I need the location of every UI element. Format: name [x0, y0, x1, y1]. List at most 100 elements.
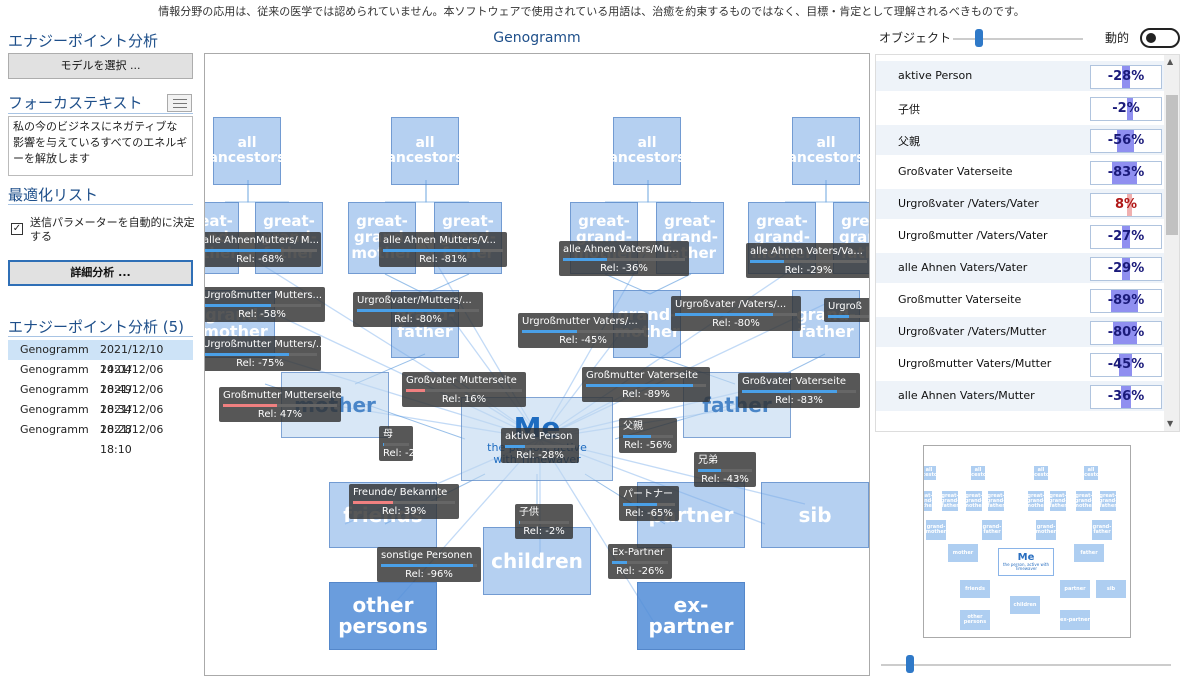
rel-tooltip: alle AhnenMutters/ M...Rel: -68% [205, 232, 321, 267]
tooltip-label: Urgroß [828, 301, 862, 312]
tooltip-bar [406, 389, 522, 392]
node-all-ancestors[interactable]: all ancestors [386, 117, 464, 185]
tooltip-bar [223, 404, 337, 407]
tooltip-bar-fill [505, 445, 525, 448]
tooltip-bar [612, 561, 668, 564]
energy-value: -56% [1107, 133, 1145, 148]
energy-row[interactable]: Urgroßmutter Vaters/Mutter -45% [876, 349, 1164, 379]
energy-value-box: -36% [1090, 385, 1162, 409]
tooltip-bar [675, 313, 797, 316]
node-children[interactable]: children [483, 527, 591, 595]
select-model-button[interactable]: モデルを選択 ... [8, 53, 193, 79]
node-sib[interactable]: sib [761, 482, 869, 548]
minimap-node: great-grand-father [987, 491, 1005, 511]
tooltip-bar-fill [519, 521, 520, 524]
energy-row[interactable]: alle Ahnen Vaters/Mutter-36% [876, 381, 1164, 411]
tooltip-bar-fill [205, 353, 289, 356]
tooltip-bar [698, 469, 752, 472]
history-name: Genogramm [20, 423, 89, 436]
energy-value: -89% [1107, 293, 1145, 308]
energy-row[interactable]: Urgroßmutter /Vaters/Vater-27% [876, 221, 1164, 251]
dynamic-toggle[interactable] [1140, 28, 1180, 48]
node-all-ancestors[interactable]: all ancestors [208, 117, 286, 185]
energy-value-box: 8% [1090, 193, 1162, 217]
history-name: Genogramm [20, 403, 89, 416]
energy-bar [1122, 226, 1131, 248]
object-slider[interactable] [953, 38, 1083, 40]
minimap-node: great-grand-mother [964, 491, 984, 511]
tooltip-bar-fill [586, 384, 693, 387]
tooltip-label: alle Ahnen Vaters/Mu... [563, 244, 679, 255]
tooltip-bar [383, 443, 409, 446]
node-other-persons[interactable]: other persons [329, 582, 437, 650]
scroll-down-icon[interactable]: ▼ [1167, 419, 1174, 428]
tooltip-rel: Rel: -81% [419, 254, 467, 265]
auto-params-checkbox[interactable]: ✓ [11, 223, 23, 235]
tooltip-bar-fill [357, 309, 455, 312]
left-panel: エナジーポイント分析 モデルを選択 ... フォーカステキスト 私の今のビジネス… [0, 24, 200, 681]
zoom-slider-thumb[interactable] [906, 655, 914, 673]
energy-value: -45% [1107, 357, 1145, 372]
energy-value-box: -83% [1090, 161, 1162, 185]
energy-row[interactable]: Großmutter Vaterseite-89% [876, 285, 1164, 315]
energy-value: -29% [1107, 261, 1145, 276]
detail-analysis-button[interactable]: 詳細分析 ... [8, 260, 193, 286]
history-title: エナジーポイント分析 (5) [8, 318, 185, 336]
tooltip-label: Ex-Partner [612, 547, 665, 558]
divider [8, 336, 193, 337]
energy-row[interactable]: alle Ahnen Vaters/Vater-29% [876, 253, 1164, 283]
genogram-canvas[interactable]: all ancestors all ancestors all ancestor… [204, 53, 870, 676]
energy-name: Urgroßmutter Vaters/Mutter [898, 357, 1052, 370]
energy-row[interactable]: aktive Person-28% [876, 61, 1164, 91]
node-ex-partner[interactable]: ex-partner [637, 582, 745, 650]
object-slider-thumb[interactable] [975, 29, 983, 47]
rel-tooltip: Urgroß [824, 298, 869, 322]
energy-row[interactable]: Urgroßvater /Vaters/Mutter-80% [876, 317, 1164, 347]
tooltip-rel: Rel: -80% [712, 318, 760, 329]
scroll-thumb[interactable] [1166, 95, 1178, 235]
node-all-ancestors[interactable]: all ancestors [608, 117, 686, 185]
tooltip-bar [381, 564, 477, 567]
energy-value: -83% [1107, 165, 1145, 180]
tooltip-rel: Rel: -75% [236, 358, 284, 369]
energy-row[interactable]: 子供-2% [876, 93, 1164, 123]
energy-value-box: -89% [1090, 289, 1162, 313]
zoom-slider[interactable] [881, 664, 1171, 666]
tooltip-label: sonstige Personen [381, 550, 473, 561]
energy-bar [1126, 98, 1133, 120]
energy-value-box: -28% [1090, 65, 1162, 89]
energy-row[interactable]: 父親-56% [876, 125, 1164, 155]
scroll-up-icon[interactable]: ▲ [1167, 57, 1174, 66]
tooltip-bar [353, 501, 455, 504]
tooltip-bar-fill [828, 315, 849, 318]
tooltip-label: aktive Person [505, 431, 573, 442]
energy-value-box: -27% [1090, 225, 1162, 249]
energy-value: -36% [1107, 389, 1145, 404]
energy-row[interactable]: Großvater Vaterseite-83% [876, 157, 1164, 187]
node-all-ancestors[interactable]: all ancestors [787, 117, 865, 185]
list-scrollbar[interactable]: ▲ ▼ [1164, 55, 1179, 431]
rel-tooltip: Urgroßvater/Mutters/...Rel: -80% [353, 292, 483, 327]
minimap-me-label: Me [1017, 552, 1035, 563]
tooltip-label: Großvater Mutterseite [406, 375, 517, 386]
tooltip-rel: Rel: -36% [600, 263, 648, 274]
list-icon[interactable] [167, 94, 192, 112]
focus-text-field[interactable]: 私の今のビジネスにネガティブな影響を与えているすべてのエネルギーを解放します [8, 116, 193, 176]
tooltip-label: alle Ahnen Mutters/V... [383, 235, 496, 246]
rel-tooltip: Urgroßmutter Mutters...Rel: -58% [205, 287, 325, 322]
energy-value: -2% [1112, 101, 1140, 116]
